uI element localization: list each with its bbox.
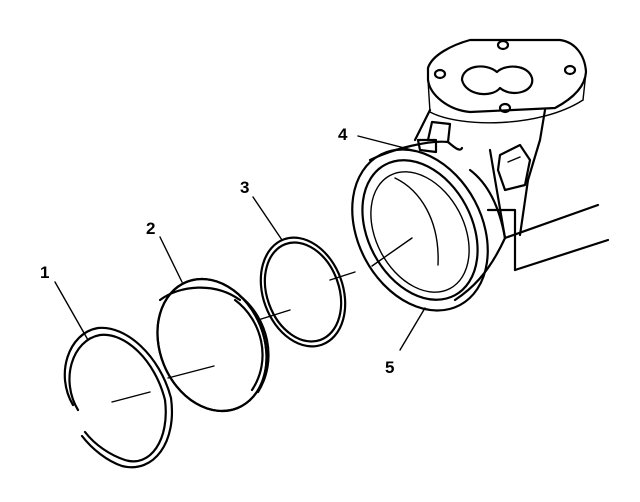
callout-1: 1	[40, 263, 49, 282]
callout-5: 5	[385, 358, 394, 377]
leader-lines	[54, 135, 426, 351]
leader-line-3	[252, 196, 283, 241]
callout-4: 4	[338, 125, 348, 144]
housing	[351, 38, 610, 312]
leader-line-1	[54, 281, 89, 341]
assembly-axis-line	[111, 237, 413, 403]
callout-2: 2	[146, 219, 155, 238]
leader-line-5	[399, 307, 426, 351]
retaining-ring	[63, 326, 174, 469]
seal-ring	[259, 236, 347, 348]
leader-line-2	[159, 236, 183, 283]
cover	[156, 277, 270, 413]
leader-line-4	[357, 135, 421, 153]
callout-labels: 1 2 3 4 5	[40, 125, 394, 377]
callout-3: 3	[240, 178, 249, 197]
